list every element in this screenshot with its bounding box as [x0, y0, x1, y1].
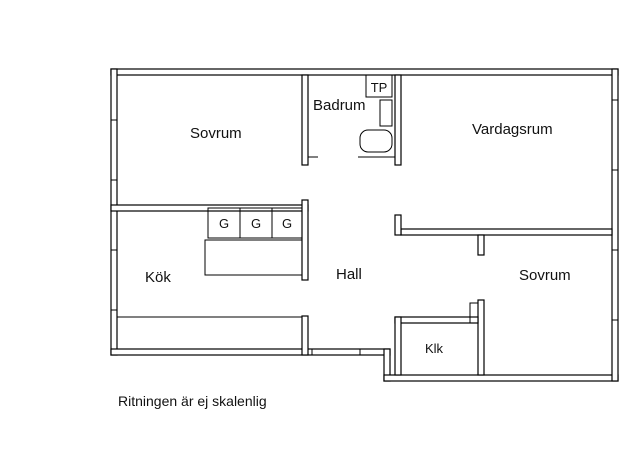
klk-walls: [394, 302, 479, 376]
room-label-kok: Kök: [145, 269, 171, 286]
sovrum-left-walls: [110, 74, 318, 212]
sink-icon: [379, 99, 393, 127]
kitchen-cabinet: [204, 239, 303, 276]
kitchen-counter: [116, 316, 303, 350]
room-label-vardagsrum: Vardagsrum: [472, 121, 553, 138]
room-label-badrum: Badrum: [313, 97, 366, 114]
wardrobe-label-1: G: [219, 216, 229, 231]
wardrobes: G G G: [207, 207, 303, 239]
room-label-sovrum-left: Sovrum: [190, 125, 242, 142]
badrum-walls: [358, 74, 402, 166]
room-label-klk: Klk: [425, 341, 444, 356]
room-label-sovrum-right: Sovrum: [519, 267, 571, 284]
scale-note: Ritningen är ej skalenlig: [118, 393, 267, 409]
wardrobe-label-3: G: [282, 216, 292, 231]
room-label-hall: Hall: [336, 266, 362, 283]
wardrobe-label-2: G: [251, 216, 261, 231]
toilet-icon: [359, 129, 393, 153]
tp-box: [365, 74, 393, 98]
outer-walls: [110, 68, 619, 382]
room-label-tp: TP: [371, 80, 388, 95]
vardagsrum-walls: [394, 214, 613, 376]
kok-walls: [116, 199, 309, 356]
